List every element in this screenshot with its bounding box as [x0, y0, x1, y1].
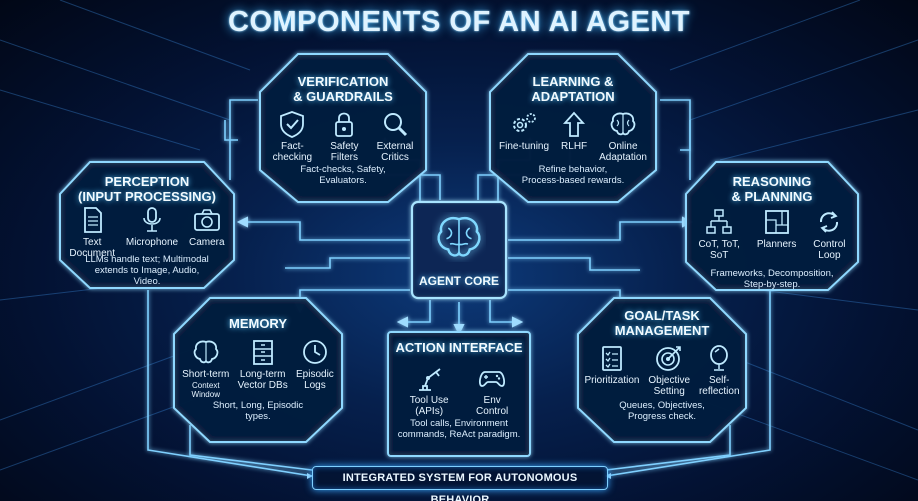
file-cabinet-icon: [252, 340, 273, 365]
checklist-icon: [602, 346, 622, 371]
module-title: VERIFICATION & GUARDRAILS: [293, 74, 393, 104]
microphone-icon: [143, 207, 161, 232]
item-objective-setting: Objective Setting: [648, 344, 690, 397]
module-title: LEARNING & ADAPTATION: [531, 74, 615, 104]
agent-core: AGENT CORE: [410, 200, 508, 300]
panel-frame: [387, 331, 531, 457]
flowchart-icon: [706, 209, 732, 234]
hexagon-frame: [489, 53, 657, 203]
module-perception: PERCEPTION (INPUT PROCESSING) Text Docum…: [58, 160, 236, 290]
module-goal: GOAL/TASK MANAGEMENT Prioritization Obje…: [576, 296, 748, 444]
item-episodic-logs: Episodic Logs: [296, 338, 334, 399]
robot-arm-icon: [419, 368, 441, 391]
hexagon-frame: [59, 161, 235, 289]
arrow-up-icon: [563, 111, 586, 137]
module-learning: LEARNING & ADAPTATION Fine-tuning RLHF O…: [488, 52, 658, 204]
brain-icon: [610, 112, 636, 136]
target-icon: [656, 346, 682, 371]
footer-banner: INTEGRATED SYSTEM FOR AUTONOMOUS BEHAVIO…: [312, 466, 608, 501]
gears-icon: [513, 113, 536, 132]
module-title: GOAL/TASK MANAGEMENT: [614, 308, 710, 338]
lock-icon: [335, 112, 354, 137]
hexagon-frame: [577, 297, 747, 443]
camera-icon: [193, 209, 220, 231]
hexagon-frame: [173, 297, 343, 443]
brain-icon: [437, 217, 481, 257]
item-safety-filters: Safety Filters: [329, 110, 359, 163]
item-fact-checking: Fact- checking: [273, 110, 312, 163]
item-fine-tuning: Fine-tuning: [499, 110, 549, 163]
diagram-title: COMPONENTS OF AN AI AGENT: [228, 6, 690, 38]
blueprint-icon: [764, 210, 789, 234]
item-text-document: Text Document: [69, 206, 115, 259]
item-self-reflection: Self- reflection: [699, 344, 740, 397]
item-cot-tot-sot: CoT, ToT, SoT: [698, 208, 740, 261]
brain-icon: [193, 340, 219, 364]
module-description: Queues, Objectives, Progress check.: [619, 400, 705, 422]
module-title: PERCEPTION (INPUT PROCESSING): [78, 174, 216, 204]
item-env-control: Env Control: [476, 364, 508, 417]
hexagon-frame: [685, 161, 859, 291]
item-camera: Camera: [189, 206, 225, 259]
item-microphone: Microphone: [126, 206, 178, 259]
shield-check-icon: [280, 111, 305, 138]
item-tool-use: Tool Use (APIs): [410, 364, 449, 417]
module-verification: VERIFICATION & GUARDRAILS Fact- checking…: [258, 52, 428, 204]
item-short-term: Short-term Context Window: [182, 338, 229, 399]
module-description: Refine behavior, Process-based rewards.: [521, 164, 625, 186]
footer-label: INTEGRATED SYSTEM FOR AUTONOMOUS BEHAVIO…: [342, 472, 578, 501]
module-description: LLMs handle text; Multimodal extends to …: [85, 254, 209, 287]
module-title: REASONING & PLANNING: [731, 174, 813, 204]
item-control-loop: Control Loop: [813, 208, 846, 261]
module-title: ACTION INTERFACE: [395, 340, 523, 355]
module-description: Short, Long, Episodic types.: [212, 400, 304, 422]
module-memory: MEMORY Short-term Context Window Long-te…: [172, 296, 344, 444]
item-long-term: Long-term Vector DBs: [238, 338, 288, 399]
magnifier-icon: [384, 113, 408, 137]
loop-arrows-icon: [820, 211, 839, 233]
module-action: ACTION INTERFACE Tool Use (APIs) Env Con…: [386, 330, 532, 458]
clock-icon: [303, 340, 327, 364]
module-reasoning: REASONING & PLANNING CoT, ToT, SoT Plann…: [684, 160, 860, 292]
item-external-critics: External Critics: [377, 110, 413, 163]
document-icon: [84, 207, 103, 233]
item-rlhf: RLHF: [559, 110, 589, 163]
module-title: MEMORY: [228, 316, 288, 331]
module-description: Fact-checks, Safety, Evaluators.: [300, 164, 386, 186]
module-description: Tool calls, Environment commands, ReAct …: [397, 418, 521, 440]
item-online-adaptation: Online Adaptation: [599, 110, 647, 163]
mirror-icon: [710, 345, 729, 371]
core-label: AGENT CORE: [418, 274, 499, 288]
item-prioritization: Prioritization: [584, 344, 639, 397]
module-description: Frameworks, Decomposition, Step-by-step.: [710, 268, 834, 290]
gamepad-icon: [479, 371, 506, 387]
item-planners: Planners: [757, 208, 796, 261]
